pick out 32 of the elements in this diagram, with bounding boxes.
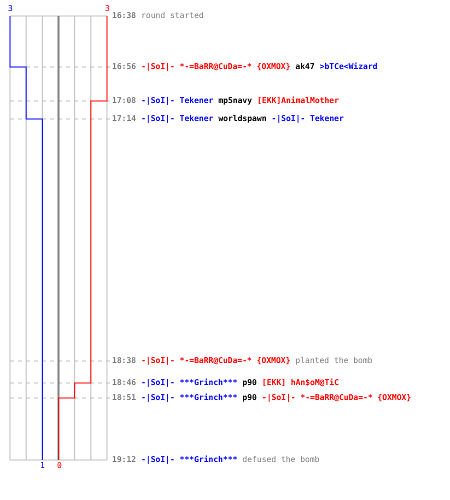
time-label: 18:46 (112, 378, 136, 388)
player-name: -|SoI|- Tekener (272, 114, 344, 124)
weapon-name: p90 (242, 393, 257, 403)
player-name: -|SoI|- *-=BaRR@CuDa=-* {OXMOX} (141, 62, 290, 72)
count-label: 0 (57, 461, 62, 471)
time-label: 17:14 (112, 114, 136, 124)
player-name: >bTCe<Wizard (320, 62, 378, 72)
weapon-name: ak47 (295, 62, 315, 72)
time-label: 19:12 (112, 455, 136, 465)
player-name: [EKK]AnimalMother (257, 96, 339, 106)
event-text: defused the bomb (242, 455, 320, 465)
player-name: -|SoI|- ***Grinch*** (141, 393, 238, 403)
player-name: -|SoI|- *-=BaRR@CuDa=-* {OXMOX} (141, 356, 290, 366)
time-label: 16:38 (112, 11, 136, 21)
weapon-name: p90 (242, 378, 257, 388)
event-text: planted the bomb (295, 356, 372, 366)
player-name: [EKK] hAn$oM@TiC (262, 378, 339, 388)
event-text: round started (141, 11, 204, 21)
player-name: -|SoI|- ***Grinch*** (141, 455, 238, 465)
count-label: 3 (105, 4, 110, 14)
weapon-name: mp5navy (218, 96, 252, 106)
player-name: -|SoI|- ***Grinch*** (141, 378, 238, 388)
player-name: -|SoI|- Tekener (141, 114, 214, 124)
player-name: -|SoI|- *-=BaRR@CuDa=-* {OXMOX} (262, 393, 412, 403)
player-name: -|SoI|- Tekener (141, 96, 214, 106)
count-label: 1 (40, 461, 45, 471)
time-label: 18:38 (112, 356, 136, 366)
count-label: 3 (8, 4, 13, 14)
time-label: 17:08 (112, 96, 136, 106)
time-label: 18:51 (112, 393, 136, 403)
time-label: 16:56 (112, 62, 136, 72)
weapon-name: worldspawn (218, 114, 267, 124)
